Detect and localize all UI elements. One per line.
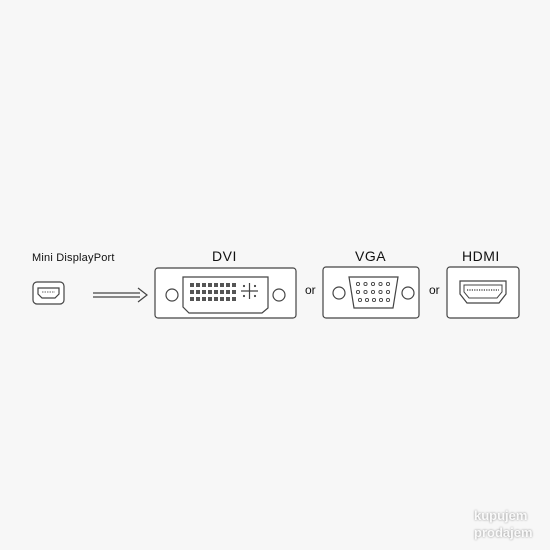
dvi-pin — [202, 283, 206, 287]
dvi-pin — [220, 297, 224, 301]
vga-pin-grid — [355, 281, 391, 303]
dvi-pin — [196, 297, 200, 301]
dvi-pin — [232, 290, 236, 294]
dvi-label: DVI — [212, 248, 237, 264]
arrow-right-icon — [93, 287, 148, 303]
dvi-connector-icon — [154, 267, 297, 319]
mini-displayport-label: Mini DisplayPort — [32, 252, 115, 264]
vga-pin — [378, 281, 383, 287]
dvi-pin — [226, 283, 230, 287]
dvi-pin — [226, 290, 230, 294]
dvi-pin — [196, 283, 200, 287]
vga-pin — [385, 289, 391, 295]
vga-pin — [371, 297, 377, 303]
hdmi-connector-icon — [446, 266, 520, 319]
dvi-pin — [214, 297, 218, 301]
or-separator-1: or — [305, 283, 316, 297]
dvi-pin — [208, 290, 212, 294]
dvi-pin — [226, 297, 230, 301]
vga-pin — [378, 289, 383, 295]
dvi-pin — [232, 297, 236, 301]
vga-pin — [363, 289, 368, 295]
dvi-pin — [208, 297, 212, 301]
watermark-line-1: kupujem — [474, 508, 528, 523]
dvi-pin — [220, 283, 224, 287]
dvi-pin — [202, 290, 206, 294]
vga-pin — [370, 289, 376, 295]
vga-pin — [370, 281, 376, 287]
vga-pin — [363, 281, 368, 287]
vga-label: VGA — [355, 248, 387, 264]
vga-pin — [378, 297, 384, 303]
vga-pin — [355, 289, 361, 295]
vga-pin — [385, 297, 391, 303]
dvi-pin — [190, 283, 194, 287]
vga-pin — [385, 281, 391, 287]
vga-pin — [364, 297, 370, 303]
vga-pin — [355, 281, 361, 287]
or-separator-2: or — [429, 283, 440, 297]
watermark-line-2: prodajem — [474, 525, 533, 540]
dvi-pin-grid — [190, 283, 236, 301]
hdmi-label: HDMI — [462, 248, 500, 264]
dvi-pin — [214, 283, 218, 287]
dvi-pin — [214, 290, 218, 294]
vga-connector-icon — [322, 266, 420, 319]
dvi-pin — [208, 283, 212, 287]
vga-pin — [357, 297, 363, 303]
dvi-pin — [190, 297, 194, 301]
dvi-pin — [220, 290, 224, 294]
dvi-pin — [196, 290, 200, 294]
mini-displayport-connector-icon — [32, 281, 65, 305]
dvi-pin — [190, 290, 194, 294]
dvi-pin — [232, 283, 236, 287]
dvi-pin — [202, 297, 206, 301]
